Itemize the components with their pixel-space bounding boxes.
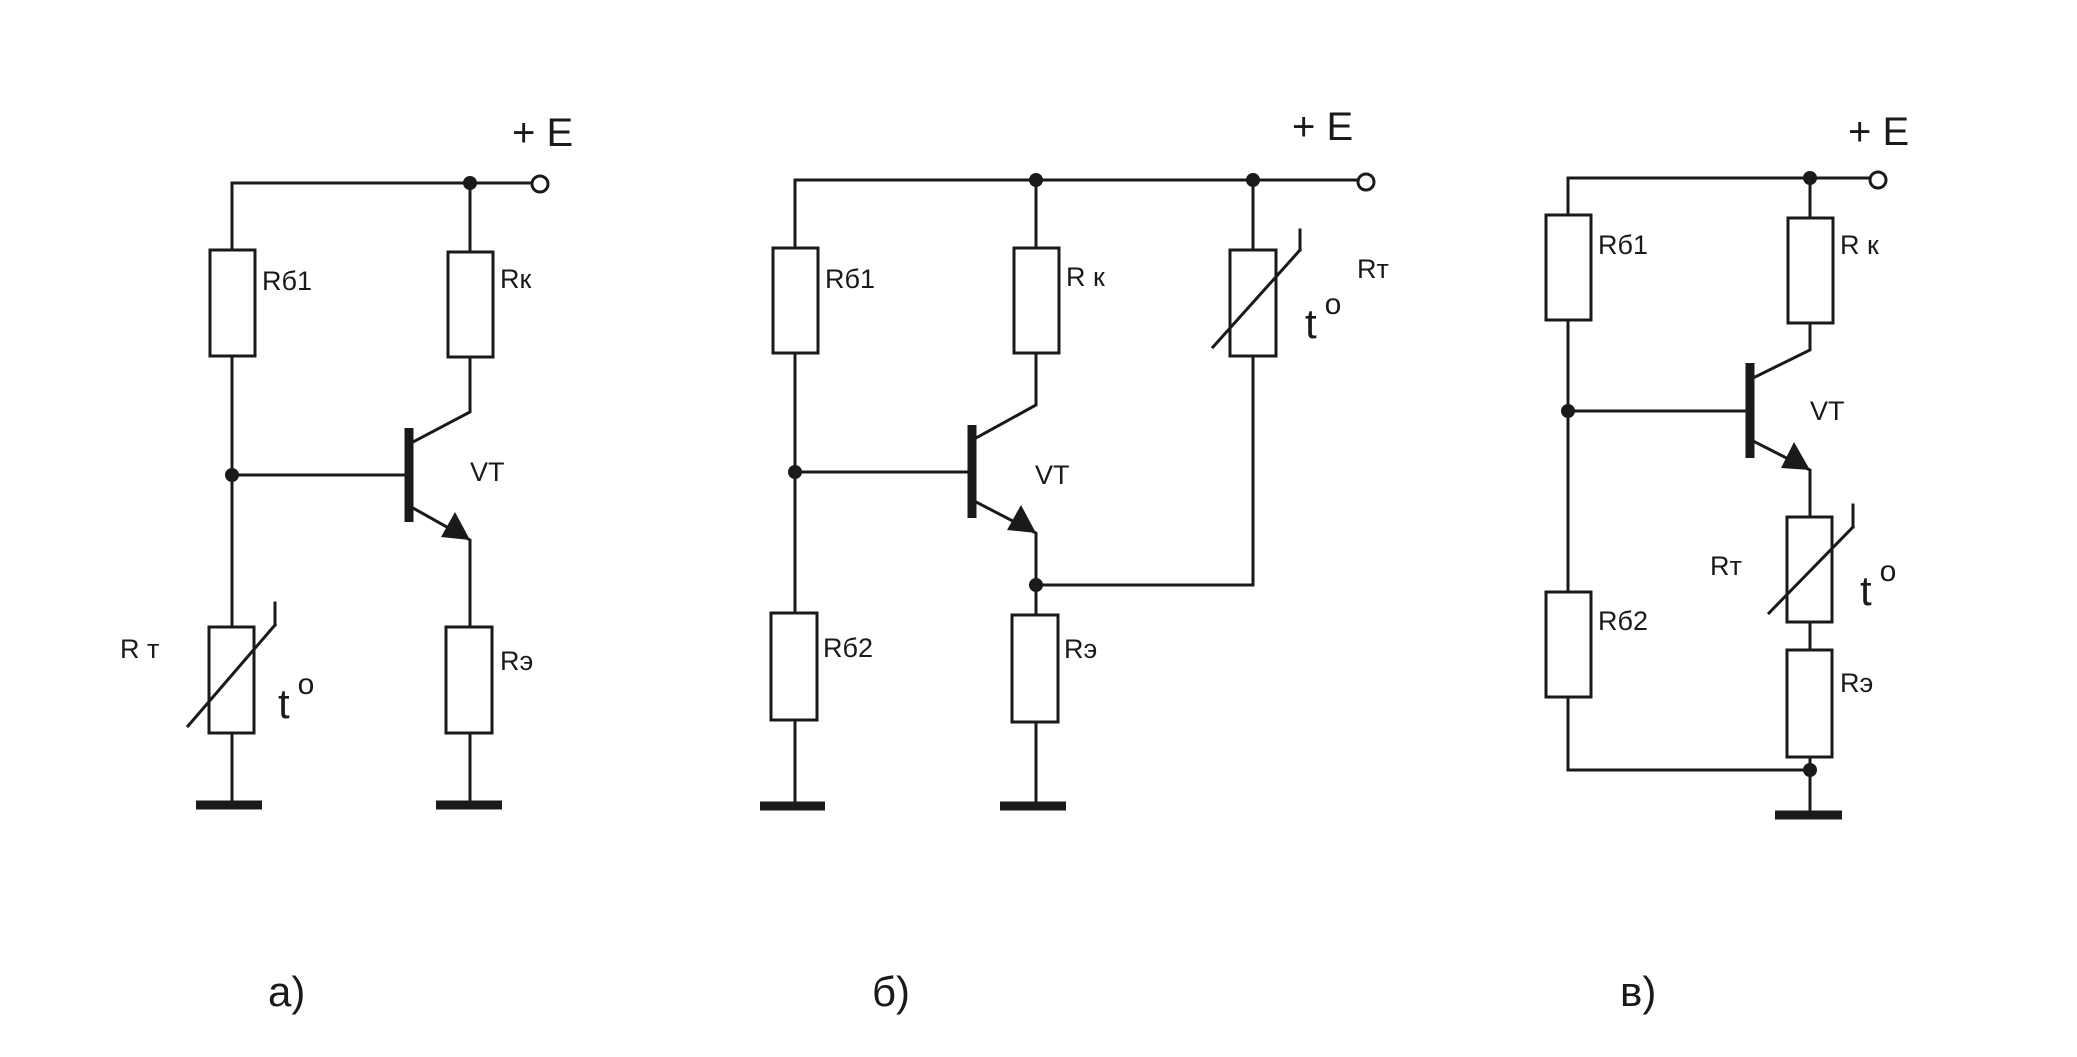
label-b-transistor: VT (1035, 460, 1070, 490)
label-b-temp-t: t (1305, 300, 1317, 347)
label-c-rt: Rт (1710, 551, 1742, 581)
node-c-base (1561, 404, 1575, 418)
caption-a: а) (268, 968, 305, 1015)
label-a-transistor: VT (470, 457, 505, 487)
label-a-rb1: Rб1 (262, 266, 312, 296)
label-b-rb1: Rб1 (825, 264, 875, 294)
label-a-temp-t: t (278, 680, 290, 727)
label-c-temp-t: t (1860, 567, 1872, 614)
node-a-supply (463, 176, 477, 190)
label-c-re: Rэ (1840, 668, 1873, 698)
label-a-rk: Rк (500, 264, 531, 294)
label-b-rt: Rт (1357, 254, 1389, 284)
label-b-re: Rэ (1064, 634, 1097, 664)
wire-b-rt-to-emitter (1034, 354, 1255, 587)
label-c-rb1: Rб1 (1598, 230, 1648, 260)
resistor-c-rb1 (1544, 213, 1593, 322)
wire-c-collector (1750, 321, 1812, 381)
node-b-supply-rk (1029, 173, 1043, 187)
wire-c-supply-rail (1566, 176, 1880, 217)
resistor-c-re (1785, 648, 1834, 759)
wire-b-supply-rail (793, 178, 1368, 252)
terminal-b-supply-icon[interactable] (1356, 172, 1376, 192)
node-c-ground (1803, 763, 1817, 777)
caption-c: в) (1620, 968, 1656, 1015)
wire-a-collector (410, 355, 472, 445)
thermistor-b-slash (1210, 247, 1303, 350)
label-b-temp-degree: о (1325, 288, 1342, 321)
wire-b-collector (973, 351, 1038, 441)
thermistor-c-slash (1766, 524, 1856, 616)
resistor-a-rk (446, 250, 495, 359)
node-a-base (225, 468, 239, 482)
label-b-rk: R к (1066, 262, 1105, 292)
transistor-b-emitter-arrow-icon (1007, 505, 1036, 533)
wire-a-supply-rail (230, 181, 542, 252)
caption-b: б) (872, 968, 910, 1015)
thermistor-a-slash (185, 622, 278, 729)
transistor-c-emitter-arrow-icon (1781, 442, 1810, 470)
wire-c-emitter (1750, 438, 1812, 519)
label-a-rt: R т (120, 634, 159, 664)
label-c-temp-degree: о (1880, 555, 1897, 588)
resistor-b-rk (1012, 246, 1061, 355)
transistor-a-emitter-arrow-icon (441, 512, 470, 540)
terminal-a-supply-icon[interactable] (530, 174, 550, 194)
label-b-rb2: Rб2 (823, 633, 873, 663)
label-c-rk: R к (1840, 230, 1879, 260)
resistor-c-rb2 (1544, 590, 1593, 699)
label-c-transistor: VT (1810, 396, 1845, 426)
node-b-supply-rt (1246, 173, 1260, 187)
resistor-b-rb2 (769, 611, 819, 722)
resistor-b-re (1010, 613, 1060, 724)
node-b-emitter (1029, 578, 1043, 592)
label-c-rb2: Rб2 (1598, 606, 1648, 636)
resistor-a-re (444, 625, 494, 735)
label-b-supply: + E (1292, 105, 1353, 149)
resistor-c-rk (1786, 216, 1835, 325)
node-b-base (788, 465, 802, 479)
label-a-re: Rэ (500, 646, 533, 676)
label-a-supply: + E (512, 111, 573, 155)
node-c-supply (1803, 171, 1817, 185)
wire-c-rb2-return (1566, 695, 1812, 772)
resistor-b-rb1 (771, 246, 820, 355)
thermistor-a-rt (207, 625, 256, 735)
resistor-a-rb1 (208, 248, 257, 358)
terminal-c-supply-icon[interactable] (1868, 170, 1888, 190)
label-a-temp-degree: о (298, 668, 315, 701)
label-c-supply: + E (1848, 110, 1909, 154)
